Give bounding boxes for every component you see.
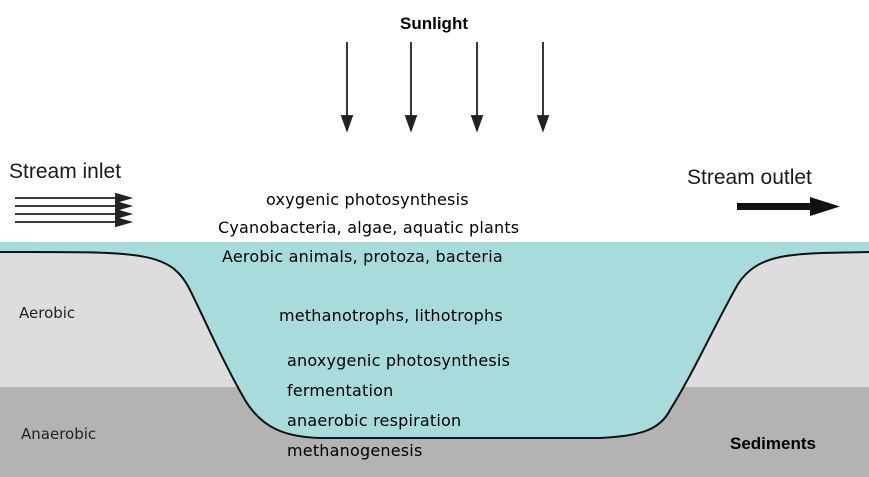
sunlight-arrowhead-1: [342, 116, 352, 130]
stream-outlet-label: Stream outlet: [687, 166, 812, 190]
sunlight-arrowhead-4: [538, 116, 548, 130]
outlet-arrow-shaft: [737, 203, 815, 210]
outlet-arrow-head: [810, 197, 840, 216]
inlet-arrowhead-3: [116, 210, 130, 218]
stream-inlet-arrows: [15, 194, 130, 226]
anaerobic-respiration-label: anaerobic respiration: [287, 411, 461, 430]
inlet-arrowhead-2: [116, 202, 130, 210]
methanogenesis-label: methanogenesis: [287, 441, 422, 460]
sunlight-arrows: [342, 42, 548, 130]
anoxygenic-photosynthesis-label: anoxygenic photosynthesis: [287, 351, 510, 370]
stream-outlet-arrow: [737, 197, 840, 216]
inlet-arrowhead-4: [116, 218, 130, 226]
sunlight-arrowhead-2: [406, 116, 416, 130]
anaerobic-zone-label: Anaerobic: [21, 425, 96, 443]
fermentation-label: fermentation: [287, 381, 393, 400]
sunlight-label: Sunlight: [400, 14, 468, 34]
stream-inlet-label: Stream inlet: [9, 160, 121, 184]
aerobic-animals-label: Aerobic animals, protoza, bacteria: [222, 247, 503, 266]
cyanobacteria-label: Cyanobacteria, algae, aquatic plants: [218, 218, 519, 237]
inlet-arrowhead-1: [116, 194, 130, 202]
aerobic-zone-label: Aerobic: [19, 304, 75, 322]
sunlight-arrowhead-3: [472, 116, 482, 130]
sediments-label: Sediments: [730, 434, 816, 454]
methanotrophs-label: methanotrophs, lithotrophs: [279, 306, 503, 325]
oxygenic-photosynthesis-label: oxygenic photosynthesis: [266, 190, 469, 209]
